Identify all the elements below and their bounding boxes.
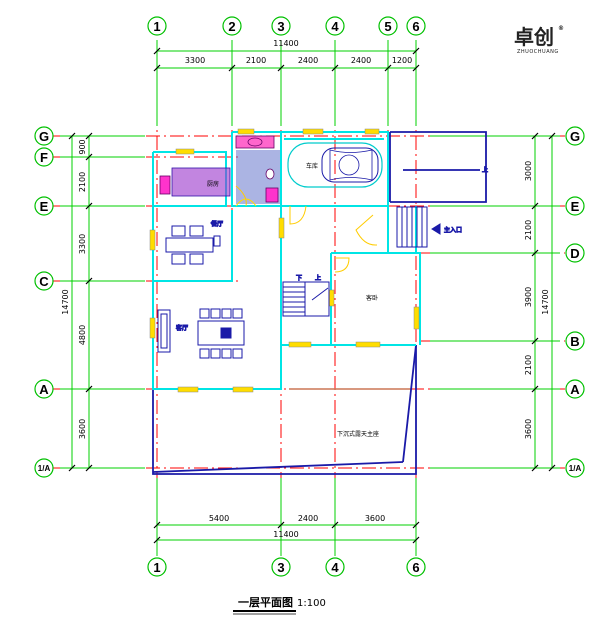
logo: 卓创 ® ZHUOCHUANG [514, 25, 564, 55]
up-main-label: 上 [482, 166, 488, 174]
axis-bubbles [34, 16, 585, 577]
stair: 下 上 [282, 274, 330, 317]
axis-bottom-3: 3 [277, 560, 284, 575]
axis-bottom-6: 6 [412, 560, 419, 575]
dimension-ticks [68, 47, 556, 544]
doors [235, 185, 378, 273]
dim-top-2: 2100 [246, 56, 266, 65]
axis-right-b: B [570, 334, 579, 349]
dim-top-3: 2400 [298, 56, 318, 65]
dim-left-4: 4800 [78, 325, 87, 345]
axis-top-1: 1 [153, 19, 160, 34]
dim-top-1: 3300 [185, 56, 205, 65]
dim-right-3: 3900 [524, 287, 533, 307]
kitchen: 厨房 [159, 167, 231, 197]
axis-bottom-4: 4 [331, 560, 339, 575]
axis-top-2: 2 [228, 19, 235, 34]
dim-left-1: 900 [78, 139, 87, 154]
title-scale: 1:100 [297, 598, 326, 609]
dimension-labels: 11400 3300 2100 2400 2400 1200 5400 2400… [61, 39, 550, 539]
dim-right-4: 2100 [524, 355, 533, 375]
room-bedroom: 客卧 [366, 294, 378, 302]
dim-right-2: 2100 [524, 220, 533, 240]
axis-right-1a: 1/A [569, 464, 582, 473]
axis-left-c: C [39, 274, 49, 289]
axis-left-g: G [39, 129, 49, 144]
entrance-steps: 主入口 上 [396, 166, 489, 248]
dim-bottom-total: 11400 [273, 530, 298, 539]
dim-left-total: 14700 [61, 289, 70, 314]
dim-right-5: 3600 [524, 419, 533, 439]
dim-right-total: 14700 [541, 289, 550, 314]
bathroom [235, 135, 280, 207]
room-garage: 车库 [306, 162, 318, 170]
title-text: 一层平面图 [238, 596, 293, 609]
dim-left-2: 2100 [78, 172, 87, 192]
living-set: 客厅 [157, 308, 245, 359]
bedroom: 客卧 [366, 294, 378, 302]
axis-right-g: G [570, 129, 580, 144]
room-kitchen: 厨房 [207, 180, 219, 188]
dim-top-total: 11400 [273, 39, 298, 48]
terrace-label: 下沉式露天主座 [337, 430, 379, 438]
dim-right-1: 3000 [524, 161, 533, 181]
axis-left-e: E [40, 199, 49, 214]
room-dining: 餐厅 [211, 220, 223, 228]
grid-lines [50, 40, 565, 548]
dim-left-5: 3600 [78, 419, 87, 439]
logo-mark: ® [558, 25, 564, 32]
axis-top-3: 3 [277, 19, 284, 34]
entrance-label: 主入口 [444, 226, 462, 234]
garage: 车库 [287, 142, 383, 188]
axis-left-a: A [39, 382, 49, 397]
stair-up-label: 上 [315, 274, 321, 282]
axis-right-d: D [570, 246, 579, 261]
dim-top-5: 1200 [392, 56, 412, 65]
axis-top-4: 4 [331, 19, 339, 34]
dim-bottom-2: 2400 [298, 514, 318, 523]
axis-bubble-labels: 1 2 3 4 5 6 1 3 4 6 G F E C A 1/A G E D … [38, 19, 582, 575]
dim-bottom-1: 5400 [209, 514, 229, 523]
axis-left-1a: 1/A [38, 464, 51, 473]
terrace: 下沉式露天主座 [289, 388, 410, 438]
axis-right-a: A [570, 382, 580, 397]
stair-down-label: 下 [296, 275, 302, 282]
axis-left-f: F [40, 150, 48, 165]
dining-set: 餐厅 [165, 220, 224, 265]
axis-top-5: 5 [384, 19, 391, 34]
windows [149, 128, 420, 393]
dim-bottom-3: 3600 [365, 514, 385, 523]
axis-bottom-1: 1 [153, 560, 160, 575]
axis-top-6: 6 [412, 19, 419, 34]
axis-right-e: E [571, 199, 580, 214]
logo-sub: ZHUOCHUANG [517, 49, 559, 55]
dim-left-3: 3300 [78, 234, 87, 254]
room-living: 客厅 [176, 324, 188, 332]
dim-top-4: 2400 [351, 56, 371, 65]
logo-text: 卓创 [514, 25, 554, 49]
drawing-title: 一层平面图 1:100 [233, 596, 326, 615]
dimension-lines [60, 40, 560, 556]
